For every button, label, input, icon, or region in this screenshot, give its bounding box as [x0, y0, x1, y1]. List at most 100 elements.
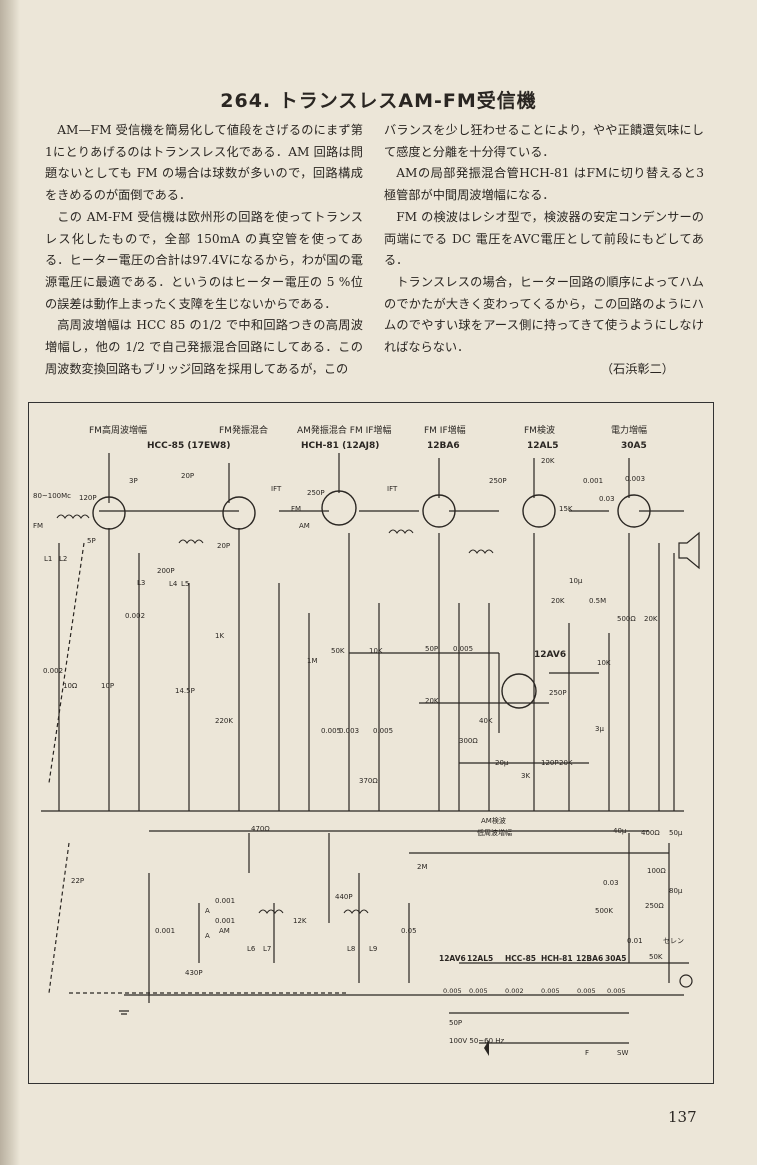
heater-chain: 12AV6 12AL5 HCC-85 HCH-81 12BA6 30A5: [439, 954, 626, 963]
component-label: L8: [347, 945, 355, 953]
ground-symbol: [119, 1010, 129, 1015]
component-label: AM: [299, 522, 310, 530]
heater-tube-label: HCH-81: [541, 954, 573, 963]
tube-label: 30A5: [621, 441, 647, 451]
component-label: 50P: [449, 1019, 462, 1027]
stage-label: 電力増幅: [611, 424, 647, 436]
component-label: 14.5P: [175, 687, 195, 695]
component-label: 80~100Mc: [33, 492, 71, 500]
left-text-column: AM—FM 受信機を簡易化して値段をさげるのにまず第1にとりあげるのはトランスレ…: [45, 120, 363, 380]
component-label: 0.002: [43, 667, 63, 675]
component-label: 20K: [541, 457, 555, 465]
component-label: L9: [369, 945, 377, 953]
component-label: A: [205, 932, 210, 940]
component-label: L3: [137, 579, 145, 587]
component-label: セレン: [663, 937, 684, 945]
component-label: 220K: [215, 717, 233, 725]
paragraph: バランスを少し狂わせることにより，やや正饋還気味にして感度と分離を十分得ている．: [384, 123, 704, 159]
tube-hcc85-a: [92, 496, 126, 530]
heater-tube-label: HCC-85: [505, 954, 536, 963]
component-label: 低周波増幅: [477, 828, 512, 837]
heater-tube-label: 12AL5: [467, 954, 493, 963]
tube-label: 12AL5: [527, 441, 559, 451]
paragraph: FM の検波はレシオ型で，検波器の安定コンデンサーの両端にでる DC 電圧をAV…: [384, 209, 704, 268]
stage-label: FM発振混合: [219, 424, 268, 436]
paragraph: トランスレスの場合，ヒーター回路の順序によってハムのでかたが大きく変わってくるか…: [384, 274, 704, 355]
component-label: 500K: [595, 907, 613, 915]
component-label: 0.002: [125, 612, 145, 620]
component-label: 10K: [597, 659, 611, 667]
component-label: 10Ω: [63, 682, 78, 690]
component-label: 0.005: [453, 645, 473, 653]
component-label: 0.01: [627, 937, 643, 945]
component-label: 0.03: [603, 879, 619, 887]
component-label: 250P: [489, 477, 507, 485]
tube-hch81: [321, 490, 357, 526]
tube-12ba6: [422, 494, 456, 528]
component-label: 20K: [559, 759, 573, 767]
schematic-drawing: FM高周波増幅 FM発振混合 AM発振混合 FM IF増幅 FM IF増幅 FM…: [33, 424, 700, 1057]
component-label: 470Ω: [251, 825, 270, 833]
heater-bypass-caps: 0.005 0.005 0.002 0.005 0.005 0.005: [443, 987, 626, 995]
component-label: 1M: [307, 657, 318, 665]
component-label: L2: [59, 555, 67, 563]
tube-label: HCC-85 (17EW8): [147, 441, 230, 451]
component-label: L5: [181, 580, 189, 588]
heater-tube-label: 30A5: [605, 954, 626, 963]
component-label: IFT: [271, 485, 282, 493]
component-label: 500Ω: [617, 615, 636, 623]
component-label: 370Ω: [359, 777, 378, 785]
paragraph: 高周波増幅は HCC 85 の1/2 で中和回路つきの高周波増幅し，他の 1/2…: [45, 318, 363, 376]
component-label: 430P: [185, 969, 203, 977]
vacuum-tubes: [92, 490, 651, 709]
component-label: 100Ω: [647, 867, 666, 875]
component-label: 0.005: [373, 727, 393, 735]
component-label: 20μ: [495, 759, 509, 767]
component-label: 0.001: [215, 897, 235, 905]
component-label: 100V 50~60 Hz: [449, 1037, 505, 1045]
tube-label: 12AV6: [534, 650, 566, 660]
tube-12al5: [522, 494, 556, 528]
circuit-schematic: FM高周波増幅 FM発振混合 AM発振混合 FM IF増幅 FM IF増幅 FM…: [28, 402, 714, 1084]
component-label: 15K: [559, 505, 573, 513]
component-label: 3K: [521, 772, 530, 780]
component-label: 0.001: [583, 477, 603, 485]
component-label: L1: [44, 555, 52, 563]
component-label: 5P: [87, 537, 96, 545]
component-label: 440P: [335, 893, 353, 901]
heater-cap-label: 0.002: [505, 987, 524, 995]
component-label: 50K: [649, 953, 663, 961]
heater-cap-label: 0.005: [577, 987, 596, 995]
component-label: FM: [33, 522, 43, 530]
component-label: 80μ: [669, 887, 683, 895]
tube-12av6: [501, 673, 537, 709]
tube-label: 12BA6: [427, 441, 460, 451]
component-label: 0.003: [339, 727, 359, 735]
component-label: 0.5M: [589, 597, 606, 605]
component-label: 0.001: [155, 927, 175, 935]
component-label: IFT: [387, 485, 398, 493]
stage-label: FM高周波増幅: [89, 424, 147, 436]
heater-cap-label: 0.005: [443, 987, 462, 995]
stage-label: AM発振混合 FM IF増幅: [297, 424, 391, 436]
tube-label: HCH-81 (12AJ8): [301, 441, 379, 451]
article-title: 264. トランスレスAM-FM受信機: [220, 90, 537, 112]
component-label: 10K: [369, 647, 383, 655]
component-label: AM検波: [481, 816, 506, 825]
component-label: L6: [247, 945, 256, 953]
component-label: 0.005: [321, 727, 341, 735]
heater-cap-label: 0.005: [607, 987, 626, 995]
paragraph: AM—FM 受信機を簡易化して値段をさげるのにまず第1にとりあげるのはトランスレ…: [45, 123, 363, 203]
speaker-symbol: [678, 531, 700, 570]
ac-plug-icon: [484, 1040, 489, 1056]
component-label: 20K: [644, 615, 658, 623]
power-plug-symbol: [679, 974, 693, 988]
component-label: 10μ: [569, 577, 583, 585]
component-label: 250Ω: [645, 902, 664, 910]
component-label: 50P: [425, 645, 438, 653]
component-label: A: [205, 907, 210, 915]
component-label: 300Ω: [459, 737, 478, 745]
component-label: 250P: [549, 689, 567, 697]
paragraph: AMの局部発振混合管HCH-81 はFMに切り替えると3極管部が中間周波増幅にな…: [384, 166, 704, 203]
coils: [56, 514, 494, 914]
